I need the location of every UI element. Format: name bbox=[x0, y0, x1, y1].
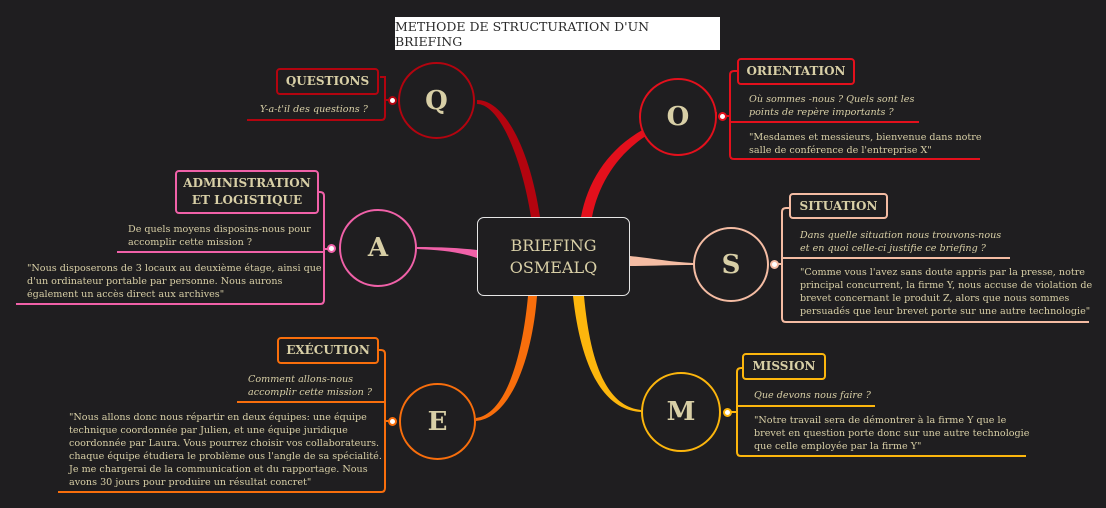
text-line: "Mesdames et messieurs, bienvenue dans n… bbox=[749, 132, 982, 143]
text-line: brevet concernant le produit Z, alors qu… bbox=[800, 293, 1070, 304]
node-questions[interactable]: QUESTIONS bbox=[276, 68, 379, 95]
collapse-m-icon[interactable] bbox=[723, 408, 732, 417]
node-s-letter: S bbox=[721, 249, 741, 280]
node-o-letter: O bbox=[666, 102, 690, 132]
collapse-o-icon[interactable] bbox=[718, 112, 727, 121]
node-situation[interactable]: SITUATION bbox=[789, 193, 888, 219]
text-line: Je me chargerai de la communication et d… bbox=[69, 464, 368, 475]
text-line: avons 30 jours pour produire un résultat… bbox=[69, 477, 312, 488]
node-s-circle[interactable]: S bbox=[693, 227, 769, 302]
central-topic-line1: BRIEFING bbox=[510, 235, 597, 255]
node-questions-label: QUESTIONS bbox=[285, 74, 370, 88]
text-line: salle de conférence de l'entreprise X" bbox=[749, 145, 932, 156]
mission-question: Que devons nous faire ? bbox=[754, 390, 871, 401]
node-q-letter: Q bbox=[425, 85, 448, 116]
node-administration[interactable]: ADMINISTRATION ET LOGISTIQUE bbox=[175, 170, 319, 214]
collapse-s-icon[interactable] bbox=[770, 260, 779, 269]
text-line: Où sommes -nous ? Quels sont les bbox=[749, 94, 915, 105]
node-a-circle[interactable]: A bbox=[339, 209, 417, 287]
node-administration-label-l2: ET LOGISTIQUE bbox=[191, 193, 303, 207]
text-line: "Nous disposerons de 3 locaux au deuxièm… bbox=[27, 263, 322, 274]
text-line: d'un ordinateur portable par personne. N… bbox=[27, 276, 283, 287]
text-line: brevet en question porte donc sur une au… bbox=[754, 428, 1030, 439]
text-line: technique coordonnée par Julien, et une … bbox=[69, 425, 348, 436]
text-line: "Notre travail sera de démontrer à la fi… bbox=[754, 415, 1007, 426]
node-administration-label-l1: ADMINISTRATION bbox=[183, 176, 311, 190]
node-m-circle[interactable]: M bbox=[641, 372, 721, 452]
administration-example: "Nous disposerons de 3 locaux au deuxièm… bbox=[27, 262, 322, 301]
node-execution-label: EXÉCUTION bbox=[286, 343, 370, 357]
execution-example: "Nous allons donc nous répartir en deux … bbox=[69, 411, 382, 489]
text-line: Dans quelle situation nous trouvons-nous bbox=[800, 230, 1002, 241]
text-line: "Comme vous l'avez sans doute appris par… bbox=[800, 267, 1085, 278]
text-line: points de repère importants ? bbox=[749, 107, 894, 118]
text-line: également un accès direct aux archives" bbox=[27, 289, 225, 300]
orientation-example: "Mesdames et messieurs, bienvenue dans n… bbox=[749, 131, 982, 157]
text-line: principal concurrent, la firme Y, nous a… bbox=[800, 280, 1093, 291]
node-orientation[interactable]: ORIENTATION bbox=[737, 58, 855, 85]
collapse-q-icon[interactable] bbox=[388, 96, 397, 105]
diagram-title: METHODE DE STRUCTURATION D'UN BRIEFING bbox=[395, 17, 720, 50]
orientation-question: Où sommes -nous ? Quels sont les points … bbox=[749, 93, 914, 119]
node-mission-label: MISSION bbox=[752, 359, 816, 373]
collapse-a-icon[interactable] bbox=[327, 244, 336, 253]
node-q-circle[interactable]: Q bbox=[398, 62, 475, 139]
node-situation-label: SITUATION bbox=[799, 198, 878, 213]
node-mission[interactable]: MISSION bbox=[742, 353, 826, 380]
text-line: accomplir cette mission ? bbox=[128, 237, 252, 248]
node-orientation-label: ORIENTATION bbox=[746, 64, 846, 78]
text-line: "Nous allons donc nous répartir en deux … bbox=[69, 412, 367, 423]
text-line: accomplir cette mission ? bbox=[248, 387, 372, 398]
node-a-letter: A bbox=[367, 233, 389, 263]
text-line: que celle employée par la firme Y" bbox=[754, 441, 922, 452]
central-topic[interactable]: BRIEFING OSMEALQ bbox=[477, 217, 630, 296]
node-m-letter: M bbox=[666, 397, 696, 427]
node-execution[interactable]: EXÉCUTION bbox=[277, 337, 379, 364]
administration-question: De quels moyens disposins-nous pour acco… bbox=[128, 223, 311, 249]
text-line: persuadés que leur brevet porte sur une … bbox=[800, 306, 1091, 317]
text-line: chaque équipe étudiera le problème ous l… bbox=[69, 451, 382, 462]
situation-question: Dans quelle situation nous trouvons-nous… bbox=[800, 229, 1001, 255]
execution-question: Comment allons-nous accomplir cette miss… bbox=[248, 373, 372, 399]
text-line: De quels moyens disposins-nous pour bbox=[128, 224, 311, 235]
text-line: et en quoi celle-ci justifie ce briefing… bbox=[800, 243, 986, 254]
node-o-circle[interactable]: O bbox=[639, 78, 717, 156]
mission-example: "Notre travail sera de démontrer à la fi… bbox=[754, 414, 1029, 453]
node-e-letter: E bbox=[427, 406, 448, 437]
text-line: Comment allons-nous bbox=[248, 374, 354, 385]
central-topic-line2: OSMEALQ bbox=[509, 257, 598, 277]
situation-example: "Comme vous l'avez sans doute appris par… bbox=[800, 266, 1092, 318]
node-e-circle[interactable]: E bbox=[399, 383, 476, 460]
questions-question: Y-a-t'il des questions ? bbox=[260, 104, 368, 115]
collapse-e-icon[interactable] bbox=[388, 417, 397, 426]
text-line: coordonnée par Laura. Vous pourrez chois… bbox=[69, 438, 380, 449]
